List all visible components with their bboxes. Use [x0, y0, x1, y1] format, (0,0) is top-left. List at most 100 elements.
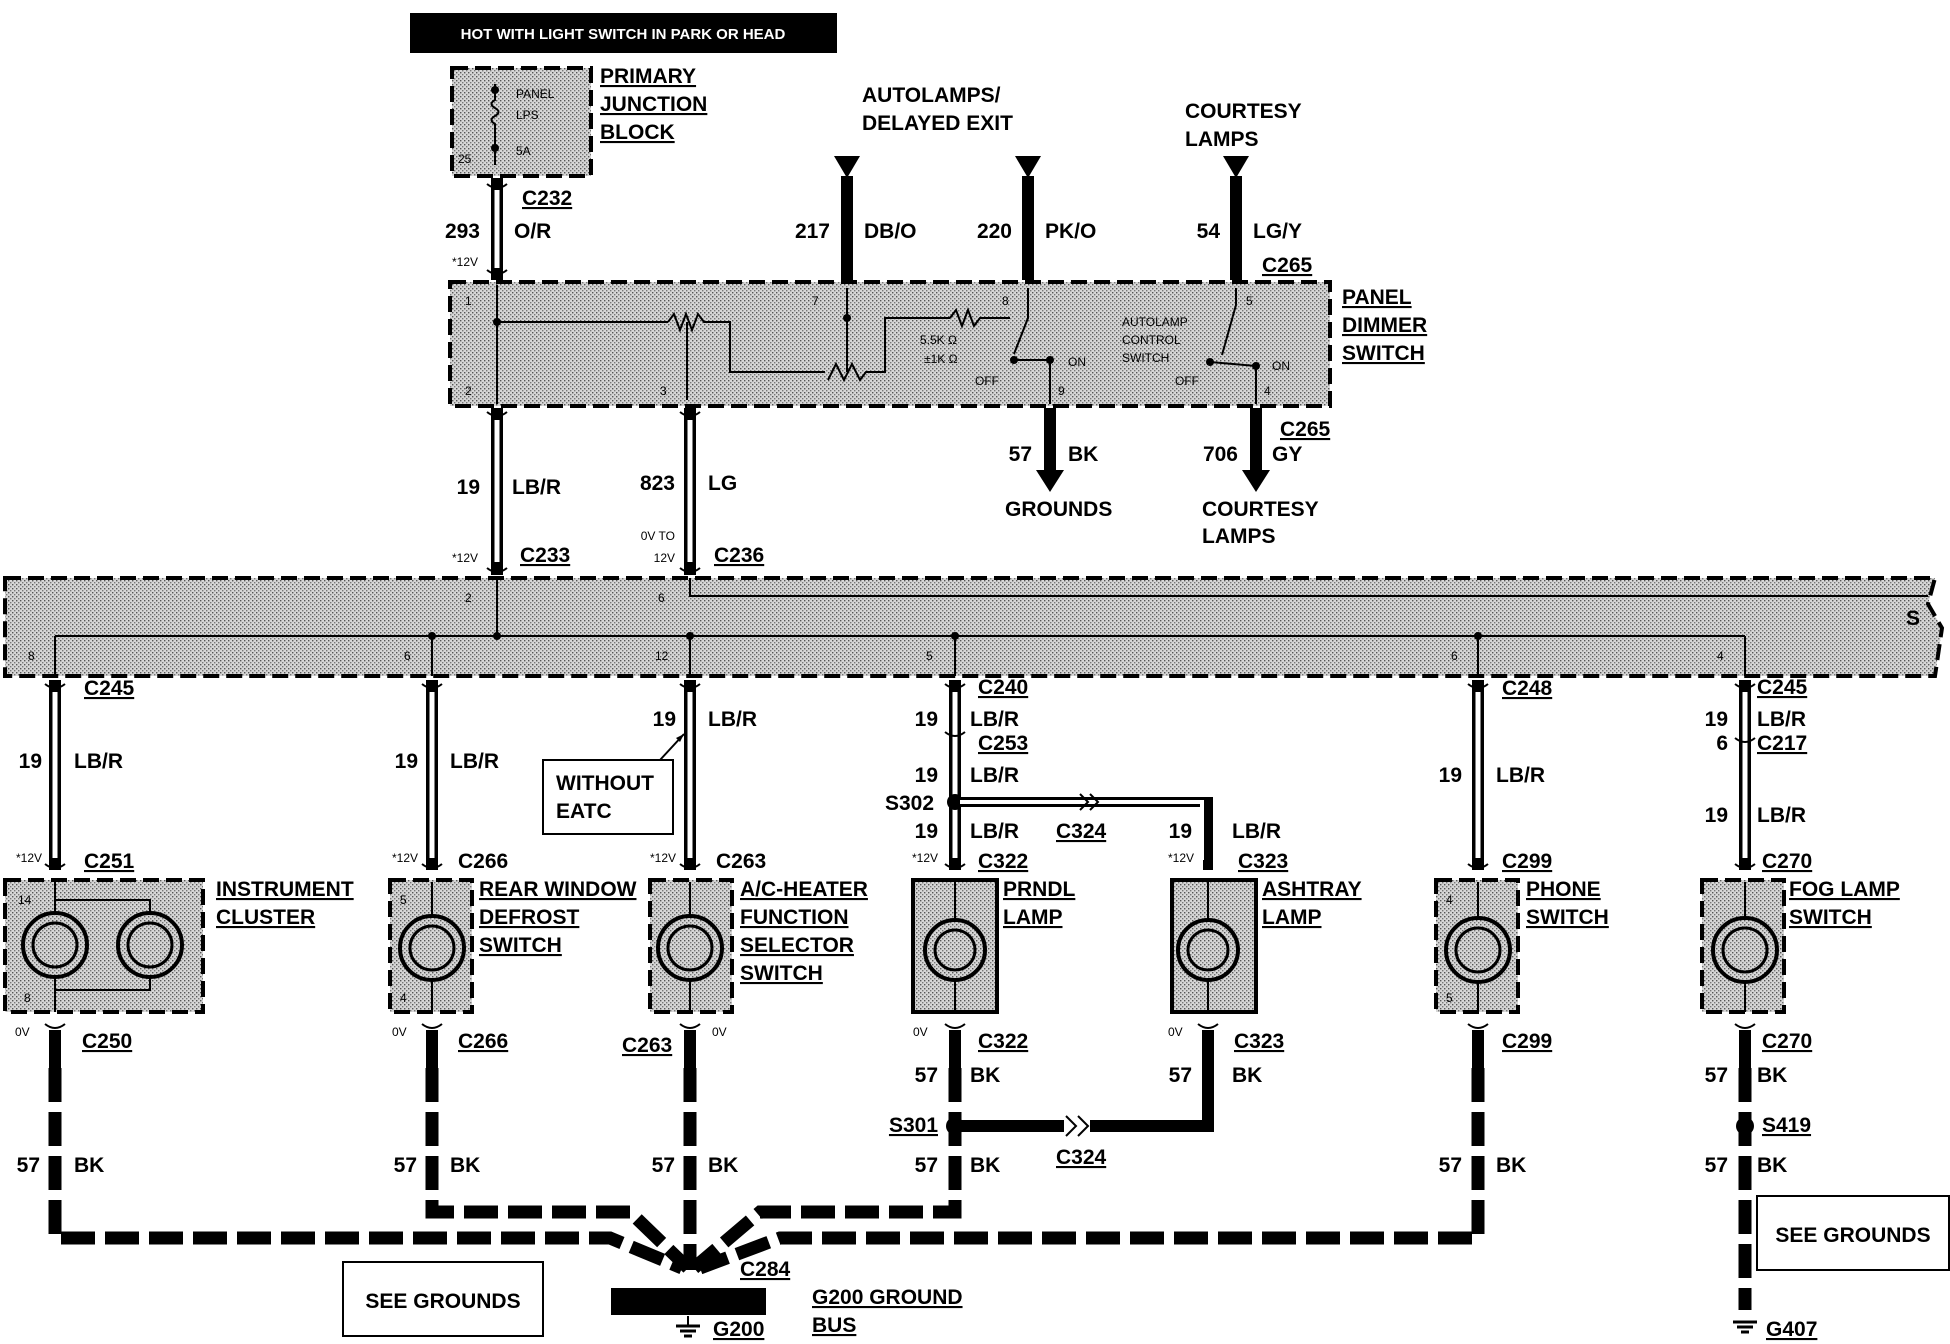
prndl-name-2: LAMP [1003, 906, 1063, 929]
input-2-color: PK/O [1045, 220, 1096, 243]
bus-pin-2: 6 [404, 649, 411, 663]
gnd-1-voltage: 0V [15, 1025, 30, 1039]
cluster-name-1: INSTRUMENT [216, 878, 354, 901]
gnd-3-circuit: 57 [652, 1154, 675, 1177]
dimmer-name-2: DIMMER [1342, 314, 1427, 337]
branch-5-voltage: *12V [1168, 851, 1194, 865]
off-label-1: OFF [975, 374, 999, 388]
branch-2-color: LB/R [450, 750, 499, 773]
ground-bus-name-1: G200 GROUND [812, 1286, 963, 1309]
branch-4-circuit-b: 19 [915, 764, 938, 787]
prndl-name-1: PRNDL [1003, 878, 1076, 901]
branch-4-conn2: C253 [978, 732, 1028, 755]
header-bar [410, 13, 837, 53]
phone-name-1: PHONE [1526, 878, 1601, 901]
ground-connector: C284 [740, 1258, 791, 1281]
feed-1-circuit: 19 [457, 476, 480, 499]
feed-2-circuit: 823 [640, 472, 675, 495]
see-grounds-box-right [1756, 1195, 1950, 1271]
input-1-circuit: 217 [795, 220, 830, 243]
rear-defrost-pin-1: 5 [400, 893, 407, 907]
junction-pin: 25 [458, 152, 472, 166]
fuse-label-2: LPS [516, 108, 539, 122]
branch-4-color-b: LB/R [970, 764, 1019, 787]
phone-pin-2: 5 [1446, 991, 1453, 1005]
on-label-1: ON [1068, 355, 1086, 369]
gnd-5-circuit: 57 [1169, 1064, 1192, 1087]
branch-1-dev-connector: C251 [84, 850, 135, 873]
junction-block-box [450, 66, 593, 178]
gnd-3-voltage: 0V [712, 1025, 727, 1039]
ashtray-name-1: ASHTRAY [1262, 878, 1362, 901]
branch-7-circuit-b: 19 [1705, 804, 1728, 827]
rear-defrost-name-3: SWITCH [479, 934, 562, 957]
main-bus-box [3, 576, 1945, 678]
input-3-title-1: COURTESY [1185, 100, 1302, 123]
fog-name-1: FOG LAMP [1789, 878, 1900, 901]
gnd-4-color-a: BK [970, 1064, 1000, 1087]
branch-4-color-c: LB/R [970, 820, 1019, 843]
without-eatc-2: EATC [556, 800, 612, 823]
branch-7-conn2: C217 [1757, 732, 1807, 755]
branch-4-circuit-a: 19 [915, 708, 938, 731]
top-feed-voltage: *12V [452, 255, 478, 269]
dimmer-pin-7: 7 [812, 294, 819, 308]
gnd-4-circuit-b: 57 [915, 1154, 938, 1177]
gnd-4-color-b: BK [970, 1154, 1000, 1177]
branch-3-color: LB/R [708, 708, 757, 731]
gnd-7-color-a: BK [1757, 1064, 1787, 1087]
see-grounds-left: SEE GROUNDS [365, 1290, 520, 1313]
resistor-value-1: 5.5K Ω [920, 333, 957, 347]
autolamp-label-2: CONTROL [1122, 333, 1181, 347]
branch-1-color: LB/R [74, 750, 123, 773]
branch-1-voltage: *12V [16, 851, 42, 865]
dimmer-name-1: PANEL [1342, 286, 1412, 309]
on-label-2: ON [1272, 359, 1290, 373]
branch-7-color-a: LB/R [1757, 708, 1806, 731]
ground-wires [44, 1023, 1756, 1310]
feed-1-color: LB/R [512, 476, 561, 499]
gnd-7-circuit-a: 57 [1705, 1064, 1728, 1087]
gnd-7-splice: S419 [1762, 1114, 1811, 1137]
autolamp-label-3: SWITCH [1122, 351, 1169, 365]
input-1-color: DB/O [864, 220, 917, 243]
branch-4-dev-connector: C322 [978, 850, 1028, 873]
branch-4-top-connector: C240 [978, 676, 1028, 699]
gnd-4-voltage: 0V [913, 1025, 928, 1039]
rear-defrost-pin-2: 4 [400, 991, 407, 1005]
bus-break-mark: S [1906, 607, 1920, 630]
output-2-connector: C265 [1280, 418, 1331, 441]
dimmer-pin-3: 3 [660, 384, 667, 398]
feed-2-voltage-1: 0V TO [641, 529, 675, 543]
ground-symbol-g200 [676, 1316, 700, 1338]
branch-wires [44, 680, 1756, 870]
gnd-1-connector: C250 [82, 1030, 132, 1053]
dimmer-box [448, 280, 1332, 408]
top-feed-connector: C232 [522, 187, 572, 210]
input-1-title-1: AUTOLAMPS/ [862, 84, 1001, 107]
gnd-7-connector: C270 [1762, 1030, 1812, 1053]
branch-5-circuit: 19 [1169, 820, 1192, 843]
without-eatc-1: WITHOUT [556, 772, 654, 795]
ground-bus-bar [611, 1288, 766, 1315]
branch-6-circuit: 19 [1439, 764, 1462, 787]
gnd-7-circuit-b: 57 [1705, 1154, 1728, 1177]
ground-id: G200 [713, 1318, 764, 1341]
output-2-color: GY [1272, 443, 1302, 466]
branch-2-dev-connector: C266 [458, 850, 508, 873]
ac-heater-name-1: A/C-HEATER [740, 878, 868, 901]
ac-heater-name-2: FUNCTION [740, 906, 849, 929]
gnd-6-color: BK [1496, 1154, 1526, 1177]
header-text: HOT WITH LIGHT SWITCH IN PARK OR HEAD [461, 26, 786, 43]
gnd-2-color: BK [450, 1154, 480, 1177]
branch-3-circuit: 19 [653, 708, 676, 731]
fog-name-2: SWITCH [1789, 906, 1872, 929]
feed-1-voltage: *12V [452, 551, 478, 565]
gnd-1-circuit: 57 [17, 1154, 40, 1177]
branch-7-circuit-a: 19 [1705, 708, 1728, 731]
fuse-label-3: 5A [516, 144, 531, 158]
input-1-title-2: DELAYED EXIT [862, 112, 1013, 135]
feed-1-connector: C233 [520, 544, 570, 567]
branch-1-circuit: 19 [19, 750, 42, 773]
branch-4-voltage: *12V [912, 851, 938, 865]
